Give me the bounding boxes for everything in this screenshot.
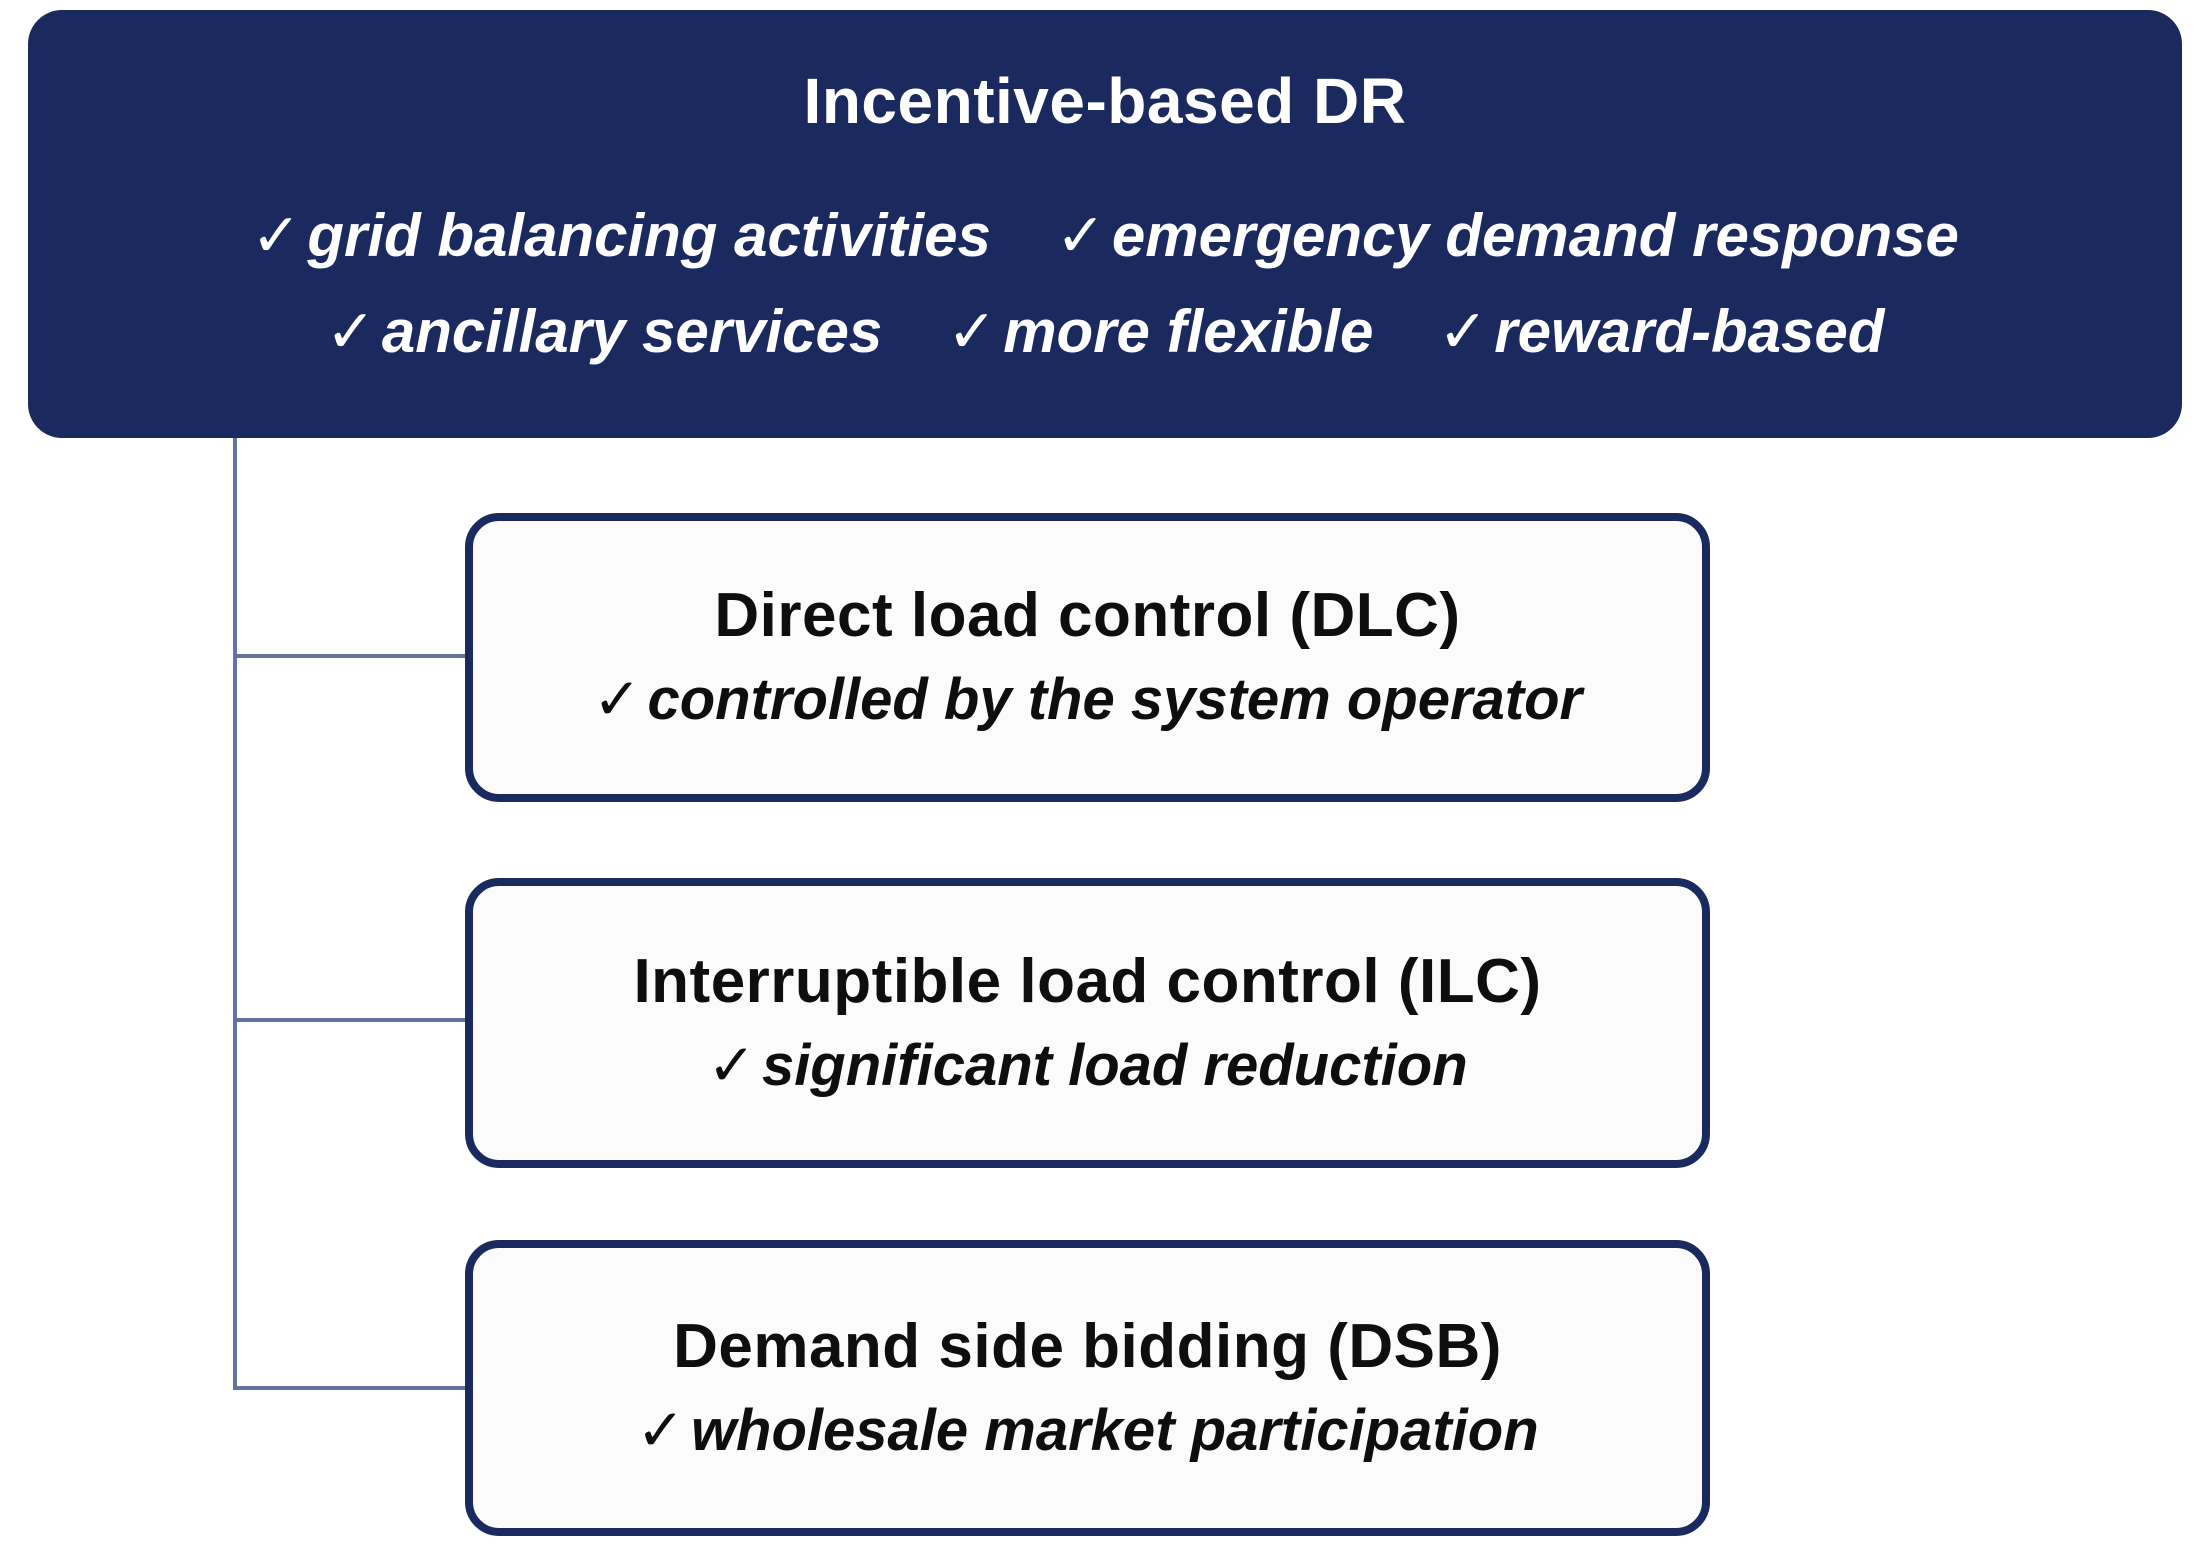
feature-grid-balancing: ✓grid balancing activities [251, 188, 991, 284]
check-icon: ✓ [707, 1030, 756, 1099]
check-icon: ✓ [251, 201, 302, 271]
check-icon: ✓ [636, 1395, 685, 1464]
dsb-feature: ✓wholesale market participation [636, 1394, 1538, 1467]
dlc-title: Direct load control (DLC) [714, 581, 1461, 650]
ilc-box: Interruptible load control (ILC) ✓signif… [465, 878, 1710, 1168]
feature-text: controlled by the system operator [647, 667, 1583, 732]
check-icon: ✓ [1055, 201, 1106, 271]
check-icon: ✓ [325, 297, 376, 367]
root-feature-line-2: ✓ancillary services ✓more flexible ✓rewa… [28, 284, 2182, 380]
connector-branch-ilc [235, 1018, 467, 1022]
feature-reward-based: ✓reward-based [1438, 284, 1884, 380]
feature-text: grid balancing activities [307, 202, 991, 269]
dlc-feature: ✓controlled by the system operator [593, 663, 1582, 736]
ilc-feature: ✓significant load reduction [707, 1029, 1467, 1102]
root-title: Incentive-based DR [803, 65, 1407, 137]
dlc-box: Direct load control (DLC) ✓controlled by… [465, 513, 1710, 802]
dsb-title: Demand side bidding (DSB) [673, 1311, 1502, 1381]
ilc-title: Interruptible load control (ILC) [633, 946, 1542, 1016]
root-feature-list: ✓grid balancing activities ✓emergency de… [28, 188, 2182, 380]
feature-emergency-demand-response: ✓emergency demand response [1056, 188, 1959, 284]
check-icon: ✓ [1438, 297, 1489, 367]
feature-more-flexible: ✓more flexible [947, 284, 1373, 380]
feature-text: significant load reduction [761, 1032, 1468, 1098]
feature-text: emergency demand response [1111, 202, 1959, 269]
dsb-box: Demand side bidding (DSB) ✓wholesale mar… [465, 1240, 1710, 1536]
incentive-based-dr-box: Incentive-based DR ✓grid balancing activ… [28, 10, 2182, 438]
feature-text: more flexible [1003, 298, 1374, 365]
feature-text: reward-based [1494, 298, 1885, 365]
feature-ancillary-services: ✓ancillary services [326, 284, 883, 380]
connector-vertical-line [233, 438, 237, 1390]
connector-branch-dsb [235, 1386, 467, 1390]
root-feature-line-1: ✓grid balancing activities ✓emergency de… [28, 188, 2182, 284]
feature-text: ancillary services [381, 298, 883, 365]
check-icon: ✓ [592, 665, 642, 733]
feature-text: wholesale market participation [690, 1397, 1539, 1463]
check-icon: ✓ [946, 297, 998, 367]
connector-branch-dlc [235, 654, 467, 658]
